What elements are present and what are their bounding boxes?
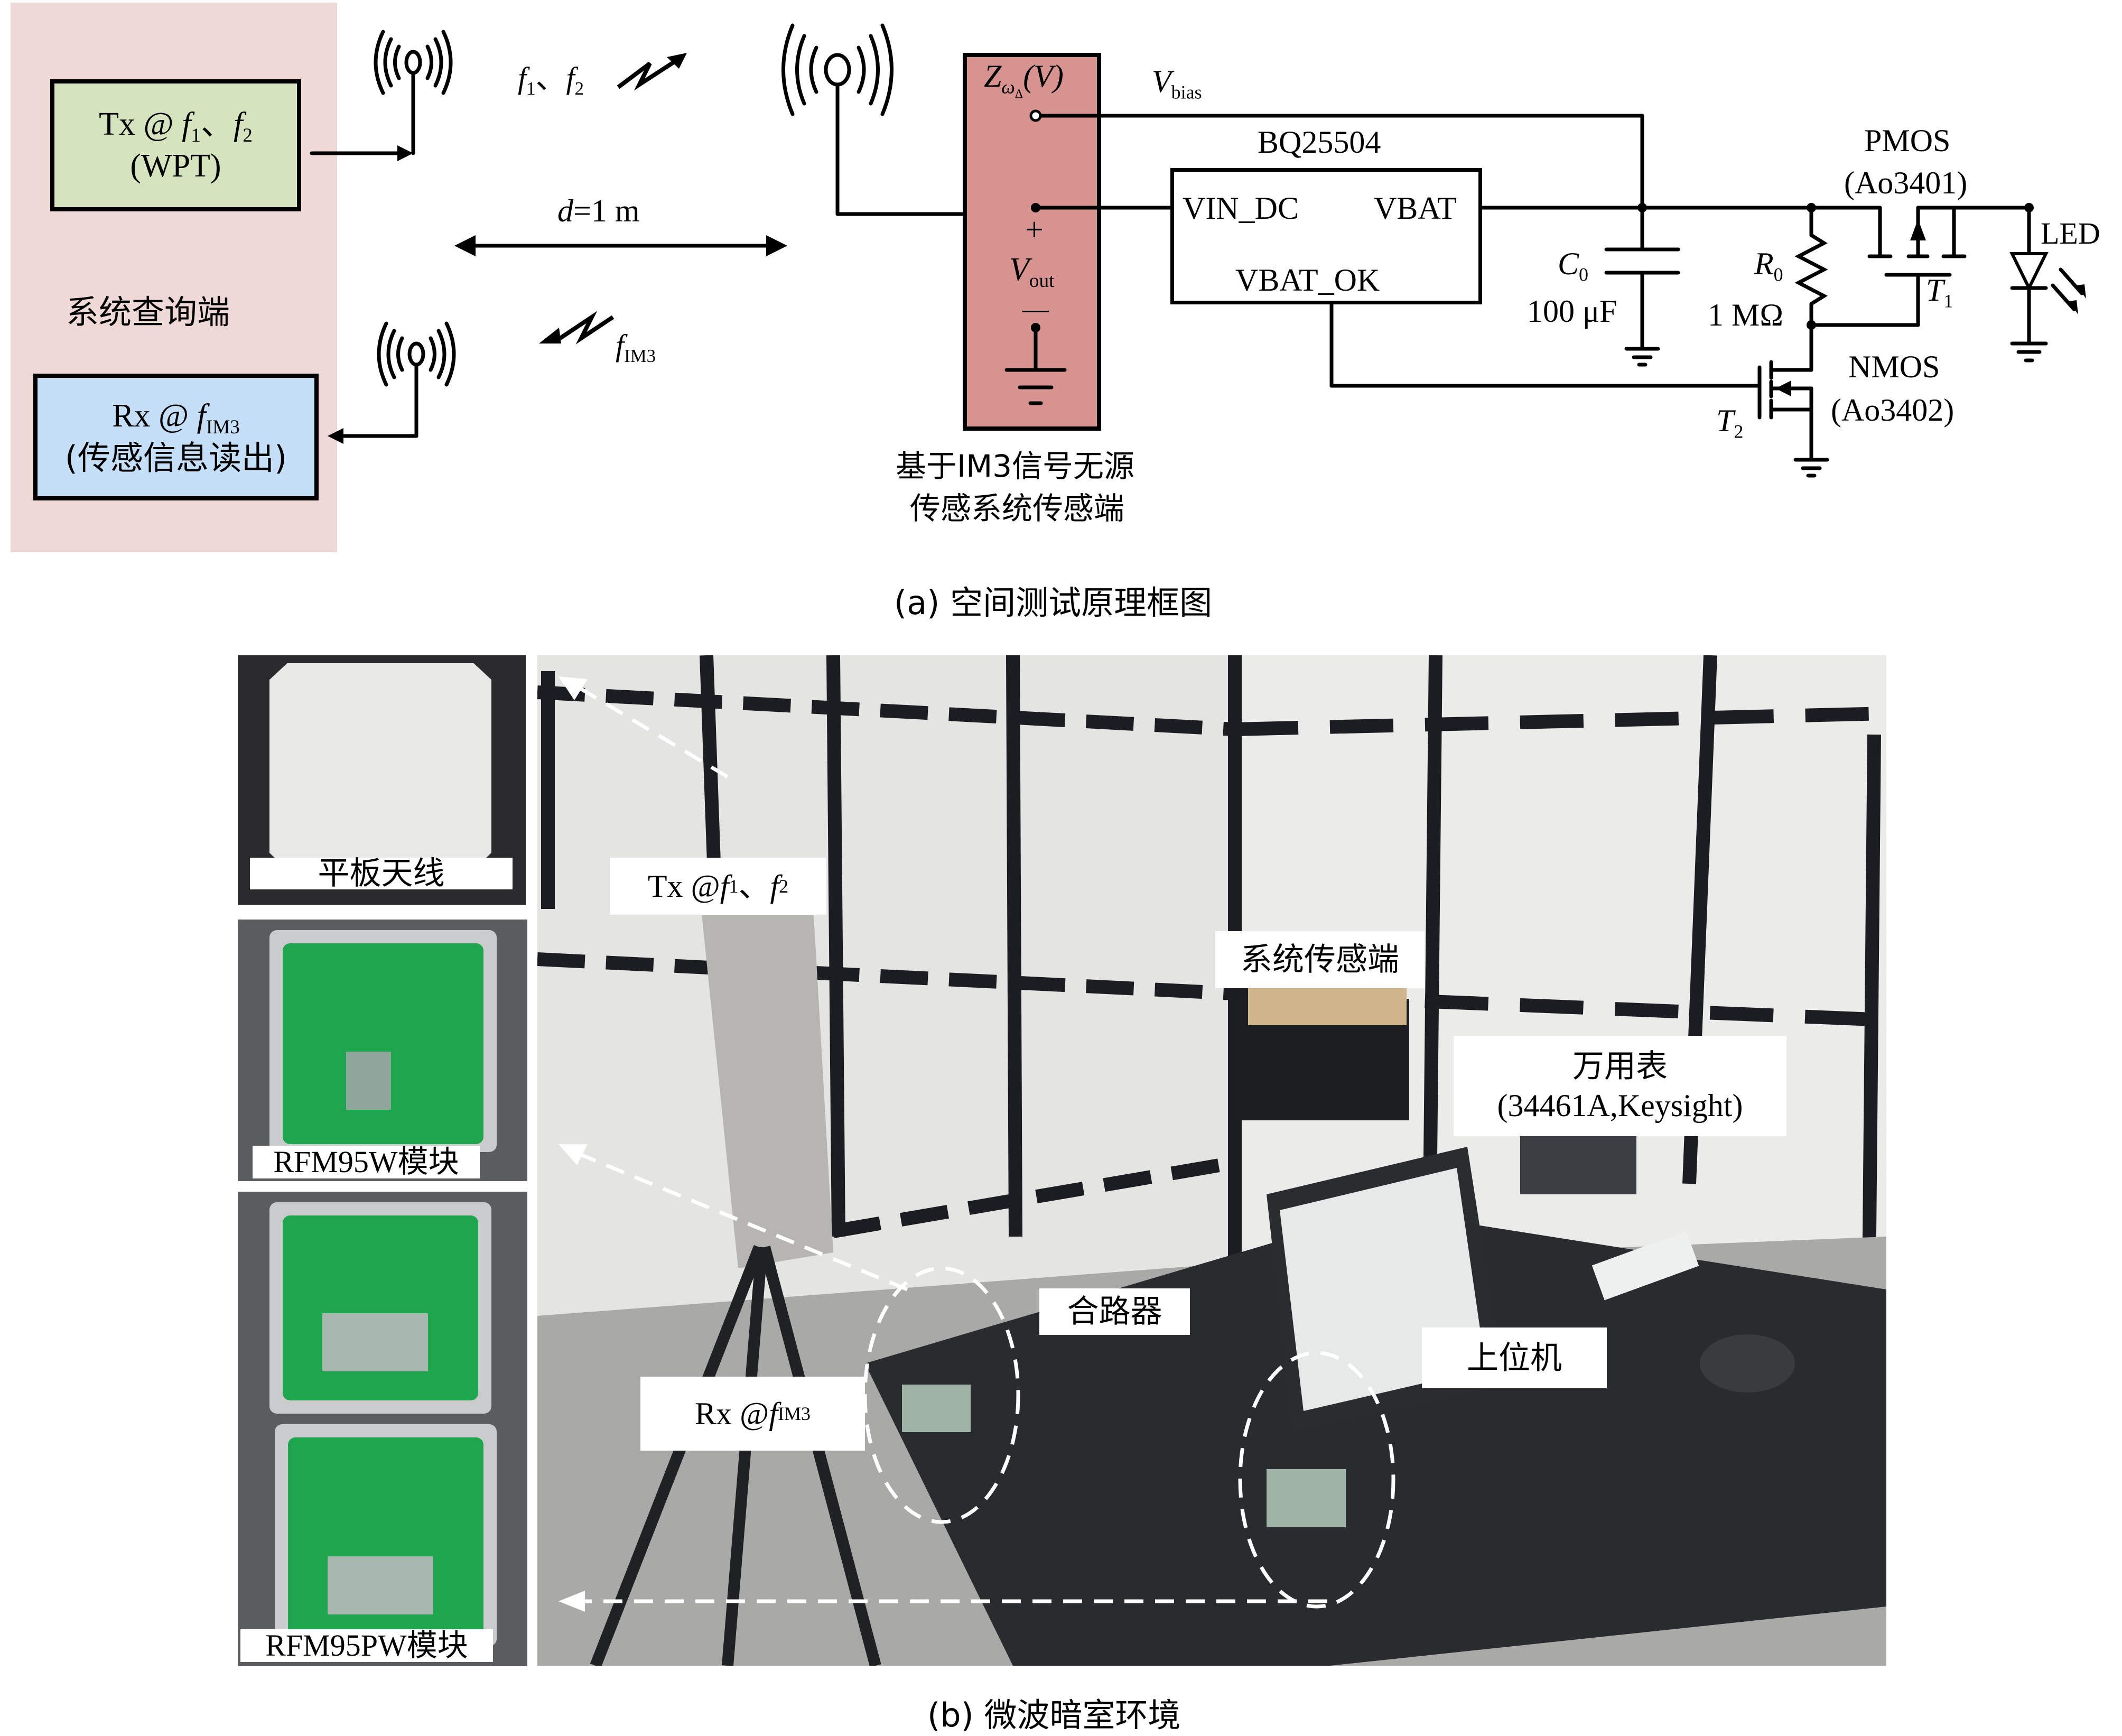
distance-arrow-right xyxy=(766,235,787,256)
flat-antenna-shape xyxy=(269,663,491,869)
sensor-antenna-icon xyxy=(781,23,965,216)
tx-box-line1: Tx @ f1、f2 xyxy=(99,106,253,146)
tx-box: Tx @ f1、f2 (WPT) xyxy=(50,79,301,211)
inset-photo-flat-antenna: 平板天线 xyxy=(238,655,526,905)
photo-label-multimeter: 万用表 (34461A,Keysight) xyxy=(1454,1036,1786,1136)
inset-photo-rfm95pw: RFM95PW模块 xyxy=(238,1192,527,1666)
rx-box: Rx @ fIM3 (传感信息读出) xyxy=(33,374,319,500)
pin-vbat-label: VBAT xyxy=(1374,191,1457,226)
resistor-value-label: 1 MΩ xyxy=(1708,298,1783,332)
chamber-scene xyxy=(537,655,1886,1666)
pcb-board xyxy=(283,943,483,1144)
vout-label: Vout xyxy=(1009,252,1055,292)
chip-name-label: BQ25504 xyxy=(1258,125,1381,160)
sensor-highlight-circle xyxy=(1238,1351,1395,1609)
photo-label-host-pc: 上位机 xyxy=(1422,1327,1607,1388)
distance-arrow-left xyxy=(454,235,476,256)
nmos-part-label: (Ao3402) xyxy=(1831,393,1955,428)
photo-label-combiner: 合路器 xyxy=(1039,1288,1190,1335)
rx-box-line1: Rx @ fIM3 xyxy=(112,397,240,438)
multimeter-title: 万用表 xyxy=(1572,1048,1668,1085)
pmos-t1-label: T1 xyxy=(1926,273,1953,312)
forward-signal-icon xyxy=(617,55,683,91)
resistor-name-label: R0 xyxy=(1754,246,1783,285)
caption-a: (a) 空间测试原理框图 xyxy=(894,583,1213,622)
inset-label-rfm95pw: RFM95PW模块 xyxy=(240,1629,493,1662)
rx-antenna-icon xyxy=(377,321,456,438)
led-label: LED xyxy=(2041,216,2100,250)
circuit-diagram xyxy=(310,23,2086,478)
caption-b: (b) 微波暗室环境 xyxy=(927,1696,1181,1734)
pmos-part-label: (Ao3401) xyxy=(1844,165,1968,200)
tx-antenna-icon xyxy=(374,30,453,155)
sensor-side-label-line1: 基于IM3信号无源 xyxy=(896,448,1135,484)
impedance-label: ZωΔ(V) xyxy=(984,59,1064,101)
multimeter-model: (34461A,Keysight) xyxy=(1497,1088,1743,1123)
sensor-side-label-line2: 传感系统传感端 xyxy=(910,490,1125,526)
bq25504-chip-box xyxy=(1170,168,1482,304)
return-signal-icon xyxy=(559,311,615,345)
inset-photo-rfm95w: RFM95W模块 xyxy=(238,920,527,1181)
inset-label-rfm95w: RFM95W模块 xyxy=(253,1146,480,1178)
rx-highlight-circle xyxy=(863,1266,1020,1524)
photo-label-sensor-node: 系统传感端 xyxy=(1215,931,1425,988)
forward-frequency-label: f1、f2 xyxy=(518,61,584,99)
rx-box-line2: (传感信息读出) xyxy=(64,438,287,477)
query-side-label: 系统查询端 xyxy=(66,293,230,331)
tx-box-line2: (WPT) xyxy=(130,147,221,184)
nmos-t2-label: T2 xyxy=(1716,403,1744,442)
distance-label: d=1 m xyxy=(557,193,640,228)
pcb-board-upper xyxy=(283,1215,478,1400)
pin-vin-dc-label: VIN_DC xyxy=(1183,191,1299,226)
capacitor-value-label: 100 μF xyxy=(1527,294,1617,329)
minus-terminal-label: — xyxy=(1022,294,1049,323)
nmos-type-label: NMOS xyxy=(1848,349,1940,384)
inset-label-flat-antenna: 平板天线 xyxy=(250,858,513,889)
capacitor-name-label: C0 xyxy=(1558,246,1589,285)
vbias-label: Vbias xyxy=(1152,64,1202,103)
tx-feed-arrow xyxy=(397,145,413,161)
rx-feed-arrow xyxy=(328,428,343,444)
pin-vbat-ok-label: VBAT_OK xyxy=(1235,263,1380,298)
pmos-type-label: PMOS xyxy=(1864,123,1951,158)
return-frequency-label: fIM3 xyxy=(616,328,656,367)
tx-horn-antenna xyxy=(701,888,833,1268)
dashed-arrow-top xyxy=(568,680,729,779)
plus-terminal-label: + xyxy=(1025,212,1044,248)
